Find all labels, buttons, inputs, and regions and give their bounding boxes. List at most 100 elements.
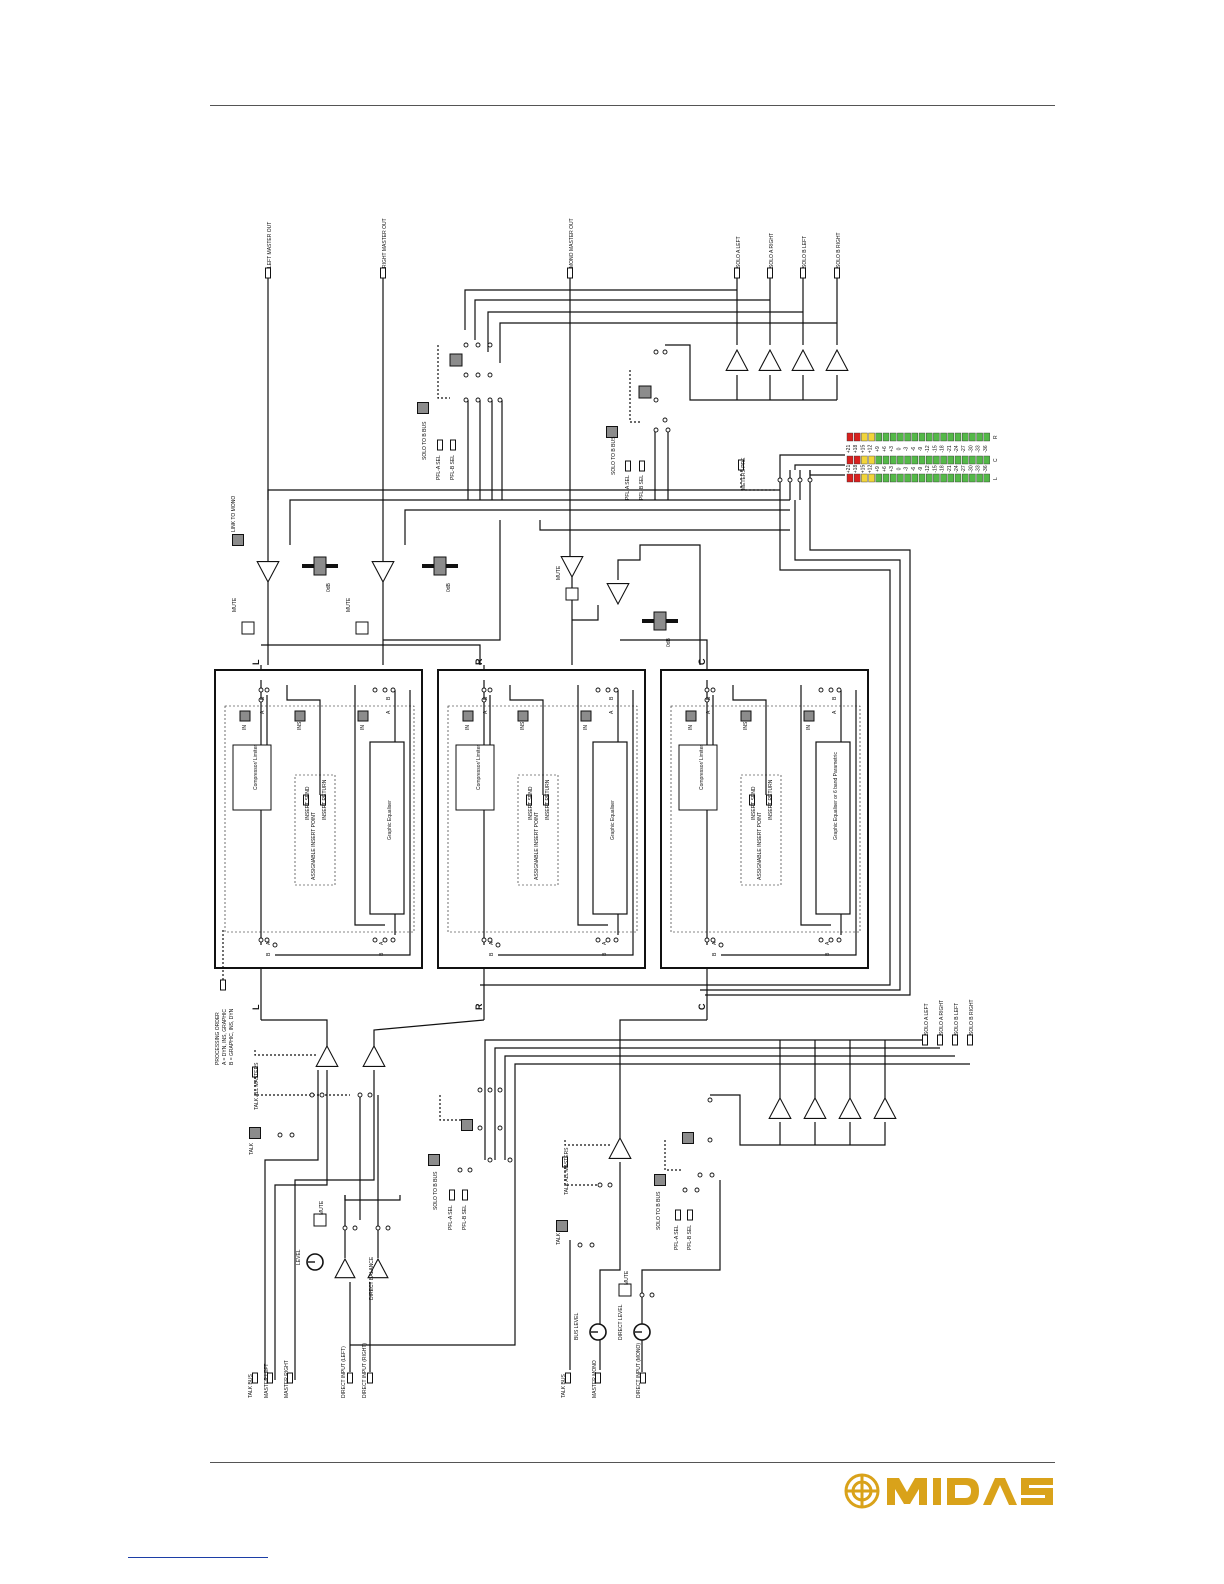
switch-contact [836,937,842,943]
pfl-a-button [437,439,443,451]
pfl-b-button [462,1189,468,1201]
switch-label: B [602,952,608,956]
wire [264,1070,319,1380]
meters-label: METERS PRE [741,457,747,490]
compressor-label: Compressor/ Limiter [476,745,482,790]
wire [732,685,767,795]
switch-contact [653,349,659,355]
switch-contact [319,1092,325,1098]
wire [404,509,790,545]
label: PFL-A SEL [625,475,631,500]
switch-label: B [483,696,489,700]
wire [740,470,775,491]
label: BUS LEVEL [574,1313,580,1340]
in-button [357,710,369,722]
pfl-a-button [625,460,631,472]
label: DIRECT INPUT (RIGHT) [362,1343,368,1398]
compressor-label: Compressor/ Limiter [253,745,259,790]
switch-contact [385,1225,391,1231]
meter-segment [911,432,918,442]
output-label: RIGHT MASTER OUT [382,218,388,268]
level-meters [846,432,990,483]
wire [498,690,634,956]
insert-return-label: INSERT RETURN [545,779,551,820]
switch-contact [662,417,668,423]
meter-segment [904,473,911,483]
meter-scale-label: -36 [983,465,989,472]
wire [617,544,701,665]
meter-segment [890,473,897,483]
switch-contact [272,942,278,948]
switch-label: B [386,696,392,700]
output-jack [567,267,573,279]
talk-label: TALK [249,1142,255,1155]
switch-contact [264,687,270,693]
switch-contact [475,372,481,378]
switch-contact [507,1157,513,1163]
switch-contact [475,397,481,403]
wire [499,322,837,363]
switch-label: A [483,710,489,714]
wire [286,685,321,795]
label: PFL-A SEL [674,1225,680,1250]
switch-contact [258,687,264,693]
switch-label: B [266,952,272,956]
switch-contact [264,937,270,943]
meter-segment [954,455,962,465]
switch-contact [372,687,378,693]
meters-pre-button [738,459,744,471]
solo-jack [967,1034,973,1046]
solo-button [638,385,652,399]
meter-segment [983,455,990,465]
meter-scale-label: -33 [976,465,982,472]
meter-segment [983,473,990,483]
in-label: IN [465,725,471,730]
switch-contact [289,1132,295,1138]
switch-label: A [602,941,608,945]
mute-button-mono-direct [618,1283,632,1297]
switch-contact [605,687,611,693]
insert-return-label: INSERT RETURN [768,779,774,820]
switch-contact [487,342,493,348]
pfl-a-button [449,1189,455,1201]
switch-label: A [379,941,385,945]
wire [439,1095,462,1121]
switch-contact [497,397,503,403]
equaliser-label: Graphic Equaliser or 6 band Parametric [833,752,839,840]
meter-segment [940,432,947,442]
mute-button-right [355,621,369,635]
meter-segment [875,432,882,442]
meter-segment [861,455,868,465]
meter-segment [969,455,976,465]
meter-scale-label: +9 [875,446,881,452]
ins-button [740,710,752,722]
switch-contact [487,1087,493,1093]
link-to-mono-button [232,534,244,546]
meter-scale-label: -18 [940,445,946,452]
switch-contact [828,687,834,693]
solo-to-b-bus-button [417,402,429,414]
output-jack [734,267,740,279]
wire [504,1055,955,1160]
wire [294,1070,375,1380]
insert-label: ASSIGNABLE INSERT POINT [757,812,763,880]
meter-segment [926,473,933,483]
meter-scale-label: -3 [904,447,910,452]
processing-inner [224,705,415,933]
wire [494,1047,940,1160]
switch-label: B [712,952,718,956]
switch-contact [382,687,388,693]
meter-scale-label: 0 [896,467,902,470]
wire [274,1070,328,1380]
meter-segment [962,455,969,465]
channel-label-top: C [697,658,707,665]
switch-label: B [706,696,712,700]
insert-point-block [294,774,336,886]
master-right-jack [287,1372,293,1384]
label: SOLO TO B BUS [656,1191,662,1230]
meter-segment [983,432,990,442]
wire [383,520,501,641]
switch-contact [487,687,493,693]
talk-all-masters-left [252,1066,258,1078]
